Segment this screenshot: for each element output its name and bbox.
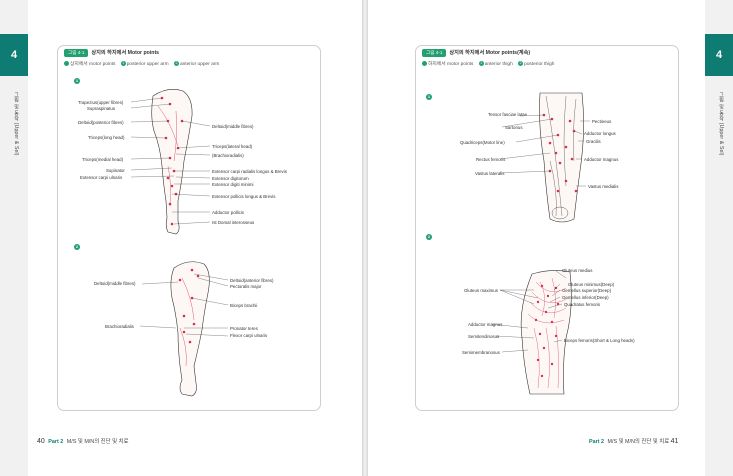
label-quadratus: Quadratus femoris xyxy=(564,302,601,307)
leader-lines-2 xyxy=(139,273,229,337)
chapter-tab-text: 그림 및 동작 (Upper & Sel) xyxy=(718,92,724,156)
label-ext-pollicis: Extensor pollicis longus & Brevis xyxy=(212,194,276,199)
footer-left: 40 Part 2 M/S 및 M/N의 진단 및 치료 xyxy=(37,437,128,445)
label-dorsal-interosseus: Ist Dorsal interosseus xyxy=(212,220,255,225)
label-rectus: Rectus femoris xyxy=(476,157,506,162)
label-biceps-femoris: Biceps femoris(Short & Long heads) xyxy=(564,338,635,343)
anterior-thigh-illustration xyxy=(539,92,584,223)
label-pectoralis: Pectoralis major xyxy=(230,284,262,289)
diagram-marker-1: 1 xyxy=(74,78,80,84)
label-deltoid-posterior: Deltoid(posterior fibres) xyxy=(78,120,124,125)
label-deltoid-anterior: Deltoid(anterior fibres) xyxy=(230,278,274,283)
label-semimembranosus: Semimembranosus xyxy=(462,350,500,355)
marker-2-icon: 2 xyxy=(173,61,179,67)
label-supinator: Supinator xyxy=(106,168,125,173)
bullet-icon xyxy=(422,61,427,67)
label-supraspinatus: Supraspinatus xyxy=(87,106,116,111)
legend-item-2: anterior upper arm xyxy=(179,62,220,67)
label-brachioradialis-2: Brachioradialis xyxy=(105,324,134,329)
label-adductor-magnus: Adductor magnus xyxy=(584,157,619,162)
label-vastus-lateralis: Vastus lateralis xyxy=(475,171,505,176)
bullet-icon xyxy=(64,61,69,67)
marker-1-icon: 1 xyxy=(478,61,484,67)
leader-lines-3 xyxy=(499,114,590,187)
label-ext-carpi-radialis: Extensor carpi radialis longus & Brevis xyxy=(212,169,287,174)
diagram-marker-2: 2 xyxy=(74,244,80,250)
diagram-marker-2: 2 xyxy=(426,234,432,240)
label-adductor-pollicis: Adductor pollicis xyxy=(212,210,244,215)
label-adductor-longus: Adductor longus xyxy=(584,131,616,136)
label-deltoid-middle: Deltoid(middle fibres) xyxy=(212,124,254,129)
label-tensor: Tensor fasciae latae xyxy=(488,112,528,117)
legend-item-1: anterior thigh xyxy=(484,62,513,67)
footer-text: M/S 및 M/N의 진단 및 치료 xyxy=(607,439,670,445)
label-pronator: Pronator teres xyxy=(230,326,258,331)
label-ext-digitorum: Extensor digitorum xyxy=(212,176,249,181)
figure-badge: 그림 4-1 xyxy=(64,49,89,57)
label-gluteus-minimus: Gluteus minimus(Deep) xyxy=(568,282,615,287)
legend-item-2: posterior thigh xyxy=(524,62,555,67)
book-gutter xyxy=(362,0,368,476)
leader-lines-1 xyxy=(130,97,211,225)
chapter-number: 4 xyxy=(0,34,28,76)
label-gluteus-maximus: Gluteus maximus xyxy=(464,288,498,293)
label-adductor-magnus-2: Adductor magnus xyxy=(468,322,503,327)
label-pectineus: Pectineus xyxy=(592,119,612,124)
marker-2-icon: 2 xyxy=(518,61,524,67)
label-ext-carpi-ulnaris: Extensor carpi ulnaris xyxy=(80,175,123,180)
label-deltoid-middle-2: Deltoid(middle fibres) xyxy=(94,281,136,286)
label-trapezius: Trapezius(upper fibres) xyxy=(78,100,124,105)
label-sartorius: Sartorius xyxy=(505,125,523,130)
label-quadriceps: Quadriceps(Motor line) xyxy=(460,140,505,145)
label-gemellus-inferior: Gemellus inferior(Deep) xyxy=(562,295,609,300)
footer-text: M/S 및 M/N의 진단 및 치료 xyxy=(66,439,129,445)
figure-title: 상지의 하지에서 Motor points(계속) xyxy=(449,50,531,56)
figure-badge: 그림 4-1 xyxy=(422,49,447,57)
footer-right: Part 2 M/S 및 M/N의 진단 및 치료 41 xyxy=(587,437,678,445)
posterior-arm-illustration xyxy=(151,89,193,235)
label-brachioradialis: (Brachioradialis) xyxy=(212,153,244,158)
marker-1-icon: 1 xyxy=(120,61,126,67)
label-vastus-medialis: Vastus medialis xyxy=(588,184,619,189)
figure-title: 상지의 하지에서 Motor points xyxy=(91,50,160,56)
leader-lines-4 xyxy=(491,270,567,353)
label-triceps-medial: Triceps(medial head) xyxy=(82,157,124,162)
label-triceps-lateral: Triceps(lateral head) xyxy=(212,144,253,149)
footer-part: Part 2 xyxy=(589,439,604,445)
diagram-marker-1: 1 xyxy=(426,94,432,100)
label-triceps-long: Triceps(long head) xyxy=(88,135,125,140)
label-semitendinosus: Semitendinosus xyxy=(468,334,500,339)
legend-prefix: 상지에서 motor points xyxy=(70,62,116,67)
label-biceps: Biceps brachii xyxy=(230,303,258,308)
chapter-tab-left: 4 그림 및 동작 (Upper & Sel) xyxy=(0,0,28,476)
posterior-thigh-illustration xyxy=(520,270,572,395)
legend-prefix: 하지에서 motor points xyxy=(428,62,474,67)
label-flexor-carpi: Flexor carpi ulnaris xyxy=(230,333,268,338)
page-number: 41 xyxy=(670,438,679,445)
label-gemellus-superior: Gemellus superior(Deep) xyxy=(562,288,612,293)
anterior-arm-illustration xyxy=(170,261,210,397)
legend-item-1: posterior upper arm xyxy=(126,62,169,67)
footer-part: Part 2 xyxy=(48,439,64,445)
label-gracilis: Gracilis xyxy=(586,139,601,144)
chapter-tab-right: 4 그림 및 동작 (Upper & Sel) xyxy=(705,0,733,476)
label-gluteus-medius: Gluteus medius xyxy=(562,268,593,273)
chapter-tab-text: 그림 및 동작 (Upper & Sel) xyxy=(13,92,19,156)
page-number: 40 xyxy=(37,438,45,445)
label-ext-digiti-minimi: Extensor digiti minimi xyxy=(212,182,254,187)
chapter-number: 4 xyxy=(705,34,733,76)
